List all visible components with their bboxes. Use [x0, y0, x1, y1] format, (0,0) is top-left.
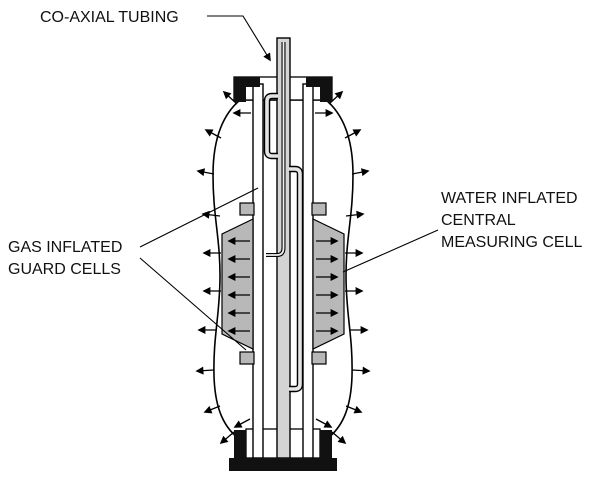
cell-collar: [239, 202, 255, 216]
measuring-cell-pressure-arrows-left: [227, 237, 250, 335]
measuring-cell-pressure-arrows-right: [316, 237, 339, 335]
label-measuring-cell-line3: MEASURING CELL: [441, 234, 582, 251]
pressure-arrow: [351, 366, 371, 375]
leader-coaxial-tubing: [207, 15, 271, 62]
leader-measuring-cell: [342, 229, 439, 273]
core-wall-right: [302, 83, 314, 459]
measuring-cell: [221, 202, 345, 365]
measuring-cell-right-half: [312, 218, 345, 350]
pressure-arrow: [344, 129, 362, 139]
label-coaxial-tubing: CO-AXIAL TUBING: [40, 9, 179, 26]
cell-collar: [311, 202, 327, 216]
pressure-arrow: [345, 210, 365, 219]
coaxial-inner-line: [266, 42, 286, 257]
cell-collar: [239, 351, 255, 365]
pressure-arrow: [219, 431, 235, 445]
water-feed-tube: [289, 165, 304, 393]
outward-pressure-arrows-left: [195, 90, 238, 445]
bottom-base-plate: [229, 458, 337, 471]
label-guard-cells-line2: GUARD CELLS: [8, 261, 121, 278]
end-caps: [229, 77, 337, 471]
pressure-arrow: [345, 405, 363, 414]
internal-gas-pressure-arrows: [232, 109, 334, 428]
pressure-arrow: [315, 418, 333, 428]
gas-feed-tube: [263, 92, 278, 160]
pressure-arrow: [203, 405, 221, 414]
top-cap-right: [306, 77, 332, 102]
leader-guard-cells-lower: [139, 257, 247, 351]
tube-bore: [265, 94, 278, 158]
top-cap-left: [234, 77, 260, 102]
pressure-arrow: [351, 168, 370, 177]
measuring-cell-left-half: [221, 218, 254, 350]
core-wall-left: [252, 83, 264, 459]
label-guard-cells-line1: GAS INFLATED: [8, 239, 122, 256]
bottom-cap-left: [234, 430, 246, 458]
pressure-arrow: [204, 129, 222, 139]
label-measuring-cell-line1: WATER INFLATED: [441, 190, 578, 207]
bottom-cap-right: [320, 430, 332, 458]
tube-bore: [289, 167, 302, 391]
pressure-arrow: [331, 431, 347, 445]
pressure-arrow: [233, 418, 251, 428]
leader-guard-cells-upper: [139, 187, 259, 248]
pressure-arrow: [196, 168, 215, 177]
cell-collar: [311, 351, 327, 365]
pressure-arrow: [195, 366, 215, 375]
outward-pressure-arrows-right: [328, 90, 371, 445]
tube-bore: [266, 42, 285, 256]
label-measuring-cell-line2: CENTRAL: [441, 212, 516, 229]
